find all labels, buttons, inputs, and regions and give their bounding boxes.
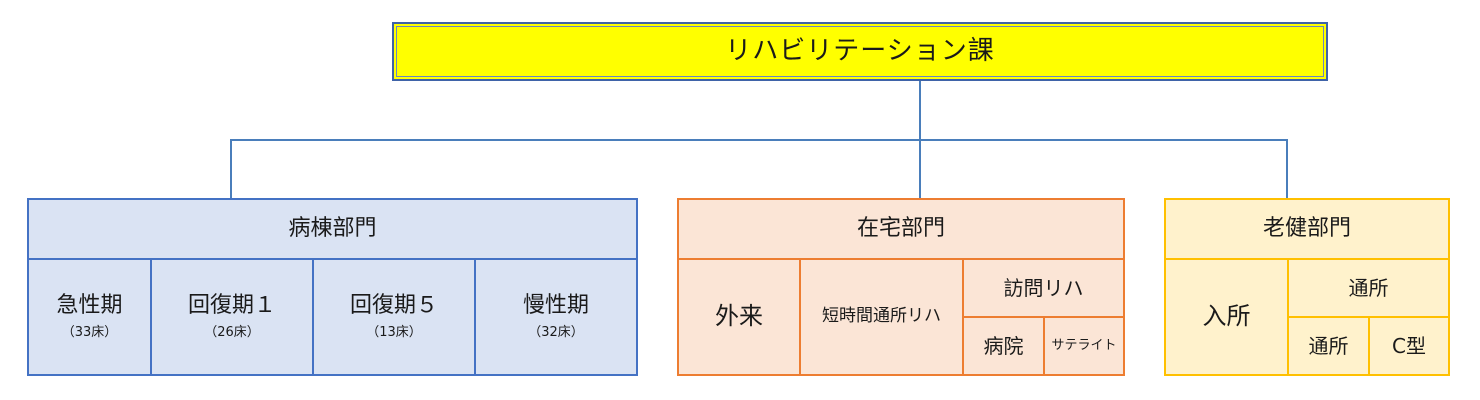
ward-cell-label: 回復期１: [187, 292, 276, 318]
connector-root-down: [919, 81, 921, 140]
rouken-header-label: 老健部門: [1262, 216, 1351, 242]
connector-horizontal: [230, 139, 1288, 141]
ward-header-label: 病棟部門: [288, 216, 377, 242]
ward-department-header: 病棟部門: [27, 198, 638, 260]
rouken-department-header: 老健部門: [1164, 198, 1450, 260]
rouken-cell-admission: 入所: [1164, 258, 1289, 376]
home-short-day-label: 短時間通所リハ: [822, 306, 941, 327]
connector-ward: [230, 139, 232, 199]
rouken-type-c-label: C型: [1392, 333, 1426, 358]
rouken-admission-label: 入所: [1202, 302, 1251, 331]
rouken-cell-day-care: 通所: [1287, 258, 1450, 318]
connector-rouken: [1286, 139, 1288, 199]
ward-cell-recovery-5: 回復期５ （13床）: [312, 258, 476, 376]
rouken-cell-type-c: C型: [1368, 316, 1450, 376]
ward-cell-beds: （33床）: [61, 325, 118, 341]
ward-cell-acute: 急性期 （33床）: [27, 258, 152, 376]
ward-cell-label: 慢性期: [522, 292, 589, 318]
home-cell-visit-rehab: 訪問リハ: [962, 258, 1125, 318]
home-cell-short-day-rehab: 短時間通所リハ: [799, 258, 964, 376]
root-label: リハビリテーション課: [725, 35, 995, 66]
connector-home: [919, 139, 921, 199]
ward-cell-beds: （32床）: [528, 325, 584, 341]
home-hospital-label: 病院: [983, 333, 1024, 358]
home-outpatient-label: 外来: [715, 302, 763, 331]
home-cell-satellite: サテライト: [1043, 316, 1125, 376]
ward-cell-label: 回復期５: [349, 292, 438, 318]
rouken-day-care-label: 通所: [1348, 275, 1389, 300]
home-satellite-label: サテライト: [1051, 337, 1117, 353]
home-cell-outpatient: 外来: [677, 258, 801, 376]
ward-cell-chronic: 慢性期 （32床）: [474, 258, 638, 376]
home-header-label: 在宅部門: [856, 216, 945, 242]
ward-cell-recovery-1: 回復期１ （26床）: [150, 258, 314, 376]
home-department-header: 在宅部門: [677, 198, 1125, 260]
rouken-cell-day-care-sub: 通所: [1287, 316, 1370, 376]
home-cell-hospital: 病院: [962, 316, 1045, 376]
rouken-day-care-sub-label: 通所: [1308, 333, 1349, 358]
ward-cell-beds: （26床）: [204, 325, 260, 341]
home-visit-label: 訪問リハ: [1003, 275, 1084, 300]
root-node-rehabilitation: リハビリテーション課: [392, 22, 1328, 81]
ward-cell-label: 急性期: [56, 292, 123, 318]
ward-cell-beds: （13床）: [366, 325, 422, 341]
